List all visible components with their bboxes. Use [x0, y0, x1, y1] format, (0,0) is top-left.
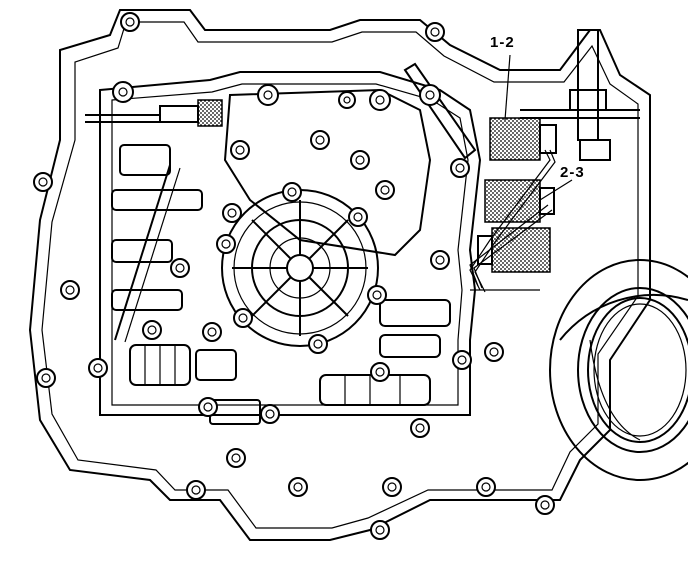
linkage-rod — [403, 62, 477, 160]
pressure-solenoid — [477, 227, 551, 273]
valve-spools-left — [111, 144, 237, 386]
callout-label-2-3: 2-3 — [560, 164, 585, 181]
shaft-assembly — [520, 29, 640, 161]
case-bolts — [33, 12, 555, 540]
callout-label-1-2: 1-2 — [490, 34, 515, 51]
output-bore — [549, 259, 688, 481]
callout-leader-2-3 — [539, 179, 573, 201]
valve-body-plate — [99, 71, 482, 416]
solenoid-wiring — [469, 149, 556, 293]
detent-rod — [114, 164, 171, 341]
case-inner-outline — [41, 21, 639, 529]
valve-body-inner — [111, 83, 469, 406]
valve-spools-lower — [209, 299, 451, 425]
upper-plate — [223, 88, 432, 257]
shift-solenoid-2-3 — [484, 179, 555, 223]
shift-solenoid-1-2 — [489, 117, 557, 161]
callout-leader-1-2 — [504, 54, 511, 121]
valve-body-bolts — [88, 81, 504, 497]
harness-connector — [85, 99, 223, 127]
